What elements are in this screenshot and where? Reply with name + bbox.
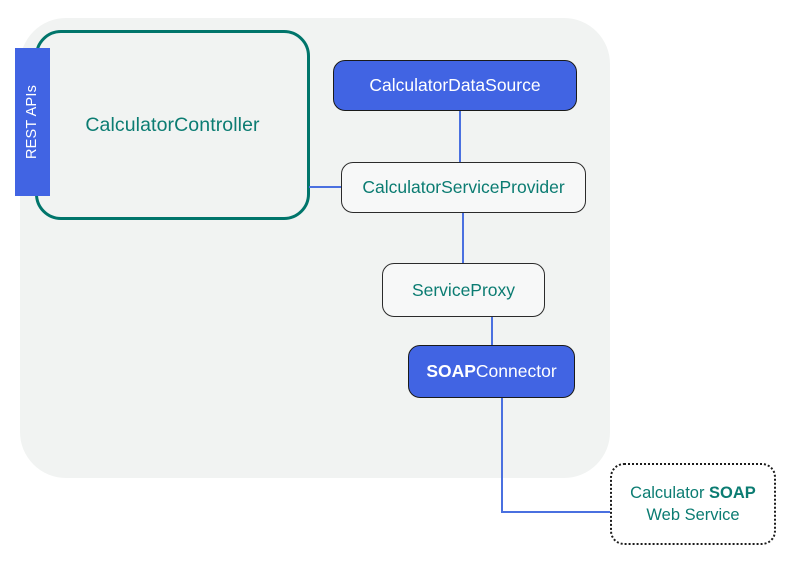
edge-controller-to-serviceprovider — [309, 186, 342, 188]
edge-serviceprovider-to-serviceproxy — [462, 212, 464, 264]
edge-datasource-to-serviceprovider — [459, 110, 461, 163]
web-service-label-prefix: Calculator — [630, 483, 710, 502]
node-calculator-service-provider-label: CalculatorServiceProvider — [362, 177, 565, 197]
node-calculator-data-source[interactable]: CalculatorDataSource — [333, 60, 577, 111]
calculator-controller-label: CalculatorController — [85, 113, 260, 136]
edge-soapconnector-to-webservice-horizontal — [501, 511, 611, 513]
rest-apis-label: REST APIs — [24, 84, 41, 160]
edge-serviceproxy-to-soapconnector — [491, 316, 493, 346]
node-soap-connector-label-bold: SOAP — [426, 361, 476, 381]
rest-apis-tab[interactable]: REST APIs — [15, 48, 50, 196]
calculator-controller-group[interactable]: CalculatorController — [35, 30, 310, 220]
node-soap-connector-label: SOAPConnector — [426, 361, 556, 382]
web-service-label-bold: SOAP — [709, 483, 756, 502]
web-service-label-line2: Web Service — [646, 506, 740, 524]
node-calculator-data-source-label: CalculatorDataSource — [369, 75, 541, 95]
node-soap-connector[interactable]: SOAPConnector — [408, 345, 575, 398]
edge-soapconnector-to-webservice-vertical — [501, 397, 503, 513]
node-calculator-soap-web-service[interactable]: Calculator SOAP Web Service — [610, 463, 776, 545]
node-service-proxy[interactable]: ServiceProxy — [382, 263, 545, 317]
node-calculator-service-provider[interactable]: CalculatorServiceProvider — [341, 162, 586, 213]
node-service-proxy-label: ServiceProxy — [411, 279, 516, 300]
node-calculator-soap-web-service-label: Calculator SOAP Web Service — [630, 482, 756, 527]
node-soap-connector-label-rest: Connector — [475, 361, 557, 381]
